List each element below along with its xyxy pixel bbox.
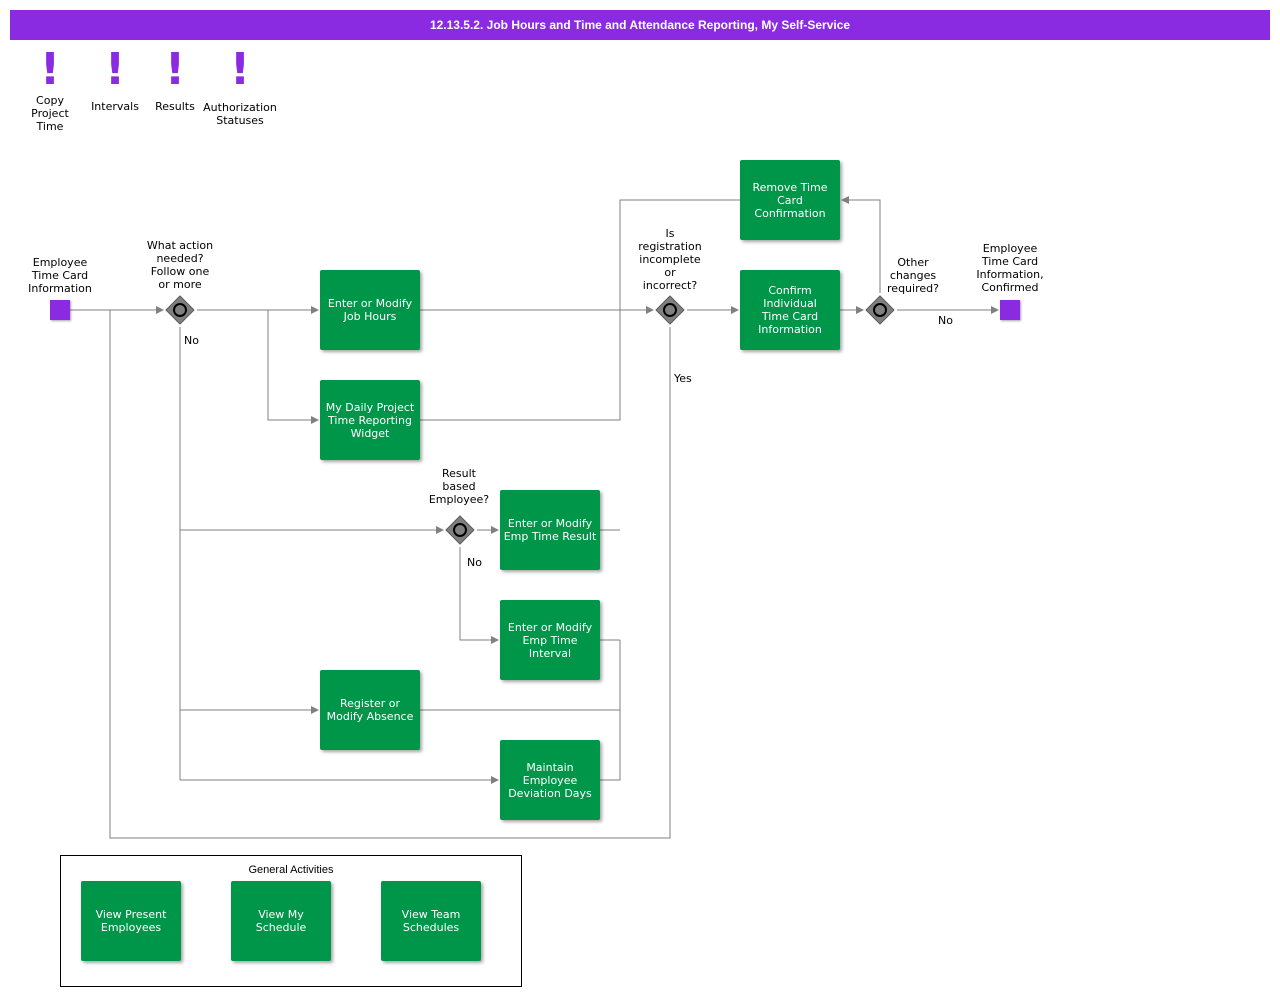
- start-event: [50, 300, 70, 320]
- annotation-label-results: Results: [155, 100, 195, 113]
- exclamation-icon: !: [104, 44, 126, 95]
- annotation-label-authorization-statuses: Authorization Statuses: [203, 101, 277, 127]
- activity-confirm-time-card[interactable]: Confirm Individual Time Card Information: [740, 270, 840, 350]
- flow-label-no: No: [467, 556, 482, 569]
- flow-label-yes: Yes: [674, 372, 692, 385]
- end-event: [1000, 300, 1020, 320]
- annotation-label-copy-project-time: Copy Project Time: [31, 94, 69, 133]
- annotation-label-intervals: Intervals: [91, 100, 139, 113]
- exclamation-icon: !: [39, 44, 61, 95]
- general-activities-title: General Activities: [248, 864, 334, 876]
- exclamation-icon: !: [164, 44, 186, 95]
- activity-remove-time-card-confirmation[interactable]: Remove Time Card Confirmation: [740, 160, 840, 240]
- start-event-label: Employee Time Card Information: [28, 256, 92, 295]
- exclamation-icon: !: [229, 44, 251, 95]
- flow-label-no: No: [938, 314, 953, 327]
- flow-label-no: No: [184, 334, 199, 347]
- gateway-other-changes-label: Other changes required?: [887, 256, 939, 295]
- gateway-registration-label: Is registration incomplete or incorrect?: [638, 227, 702, 292]
- activity-enter-modify-job-hours[interactable]: Enter or Modify Job Hours: [320, 270, 420, 350]
- activity-enter-modify-emp-time-result[interactable]: Enter or Modify Emp Time Result: [500, 490, 600, 570]
- page-title: 12.13.5.2. Job Hours and Time and Attend…: [10, 10, 1270, 40]
- gateway-result-based: [445, 515, 475, 545]
- activity-view-team-schedules[interactable]: View Team Schedules: [381, 881, 481, 961]
- gateway-registration: [655, 295, 685, 325]
- activity-maintain-deviation-days[interactable]: Maintain Employee Deviation Days: [500, 740, 600, 820]
- gateway-action-label: What action needed? Follow one or more: [146, 239, 214, 291]
- general-activities-group: General Activities View Present Employee…: [60, 855, 522, 987]
- activity-view-my-schedule[interactable]: View My Schedule: [231, 881, 331, 961]
- end-event-label: Employee Time Card Information, Confirme…: [976, 242, 1044, 294]
- gateway-result-label: Result based Employee?: [428, 467, 490, 506]
- gateway-action-needed: [165, 295, 195, 325]
- activity-enter-modify-emp-time-interval[interactable]: Enter or Modify Emp Time Interval: [500, 600, 600, 680]
- activity-daily-project-time-widget[interactable]: My Daily Project Time Reporting Widget: [320, 380, 420, 460]
- activity-register-modify-absence[interactable]: Register or Modify Absence: [320, 670, 420, 750]
- gateway-other-changes: [865, 295, 895, 325]
- activity-view-present-employees[interactable]: View Present Employees: [81, 881, 181, 961]
